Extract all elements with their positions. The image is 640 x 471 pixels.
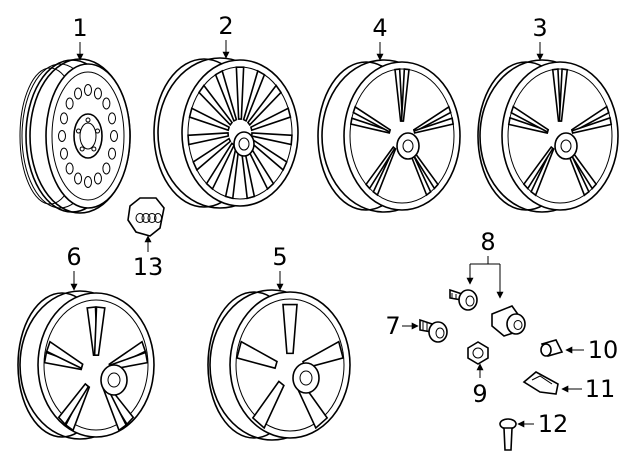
- spoke: [510, 105, 550, 134]
- spoke: [352, 105, 392, 134]
- callout-11: 11: [561, 375, 616, 403]
- spoke: [214, 69, 238, 123]
- spoke: [242, 69, 266, 123]
- part-7-wheel-bolt: [419, 318, 448, 343]
- vent-hole: [93, 172, 102, 185]
- callout-10: 10: [565, 336, 619, 364]
- callout-12: 12: [517, 410, 569, 438]
- part-12-valve-stem: [499, 418, 517, 451]
- callout-13-label: 13: [133, 253, 164, 281]
- callout-8: 8: [466, 228, 504, 299]
- vent-hole: [58, 130, 66, 142]
- callout-6-label: 6: [66, 243, 81, 271]
- vent-hole: [59, 112, 68, 125]
- callout-4: 4: [372, 14, 388, 61]
- vent-hole: [102, 162, 111, 175]
- lug-hole: [75, 128, 81, 134]
- callout-8-label: 8: [480, 228, 495, 256]
- callout-3-label: 3: [532, 14, 547, 42]
- part-8-adapter-key: [491, 305, 526, 337]
- spoke: [571, 116, 613, 134]
- spoke: [365, 145, 396, 190]
- callout-4-label: 4: [372, 14, 387, 42]
- vent-hole: [93, 87, 102, 100]
- spoke: [197, 84, 234, 127]
- four-rings-logo: [135, 213, 162, 223]
- spoke: [558, 68, 569, 122]
- callout-7: 7: [385, 312, 419, 340]
- spoke: [187, 132, 230, 146]
- vent-hole: [108, 112, 117, 125]
- spoke: [235, 340, 278, 370]
- spoke: [57, 382, 90, 426]
- spoke: [400, 68, 410, 122]
- callout-3: 3: [532, 14, 548, 61]
- spoke: [249, 107, 292, 132]
- vent-hole: [65, 162, 74, 175]
- wheel-5-fivespoke: [207, 289, 351, 441]
- vent-hole: [65, 97, 74, 110]
- spoke: [235, 66, 245, 120]
- part-8-locking-bolt: [449, 288, 478, 311]
- callout-13: 13: [133, 235, 164, 281]
- callout-5: 5: [272, 243, 288, 291]
- spoke: [192, 137, 232, 172]
- callout-9: 9: [472, 363, 488, 408]
- lug-hole: [85, 117, 91, 123]
- vent-hole: [110, 130, 118, 142]
- part-9-nut: [467, 341, 489, 365]
- lug-hole: [91, 146, 97, 152]
- part-10-cap: [540, 339, 564, 357]
- callout-5-label: 5: [272, 243, 287, 271]
- spoke: [250, 132, 293, 146]
- vent-hole: [108, 147, 117, 160]
- wheel-1-steel: [19, 58, 131, 214]
- callout-11-label: 11: [585, 375, 616, 403]
- wheel-3-fivespoke: [477, 59, 619, 213]
- callout-7-label: 7: [385, 312, 400, 340]
- spoke: [45, 340, 84, 370]
- wheel-4-twinspoke: [317, 59, 461, 213]
- vent-hole: [84, 176, 92, 188]
- lug-hole: [95, 128, 101, 134]
- part-11-clip: [522, 371, 559, 395]
- vent-hole: [84, 84, 92, 96]
- spoke: [251, 380, 285, 430]
- callout-1-label: 1: [72, 14, 87, 42]
- spoke: [205, 142, 236, 191]
- spoke: [522, 145, 554, 190]
- spoke: [93, 306, 106, 357]
- wheel-6-fivespoke: [17, 290, 155, 440]
- callout-2-label: 2: [218, 12, 233, 40]
- callout-10-label: 10: [588, 336, 619, 364]
- vent-hole: [59, 147, 68, 160]
- lug-hole: [79, 146, 85, 152]
- callout-12-label: 12: [538, 410, 569, 438]
- spoke: [413, 117, 455, 134]
- vent-hole: [102, 97, 111, 110]
- callout-1: 1: [72, 14, 88, 61]
- callout-9-label: 9: [472, 380, 487, 408]
- spoke: [282, 303, 298, 355]
- spoke: [188, 107, 231, 132]
- spoke: [246, 84, 283, 127]
- wheel-2-multispoke: [153, 57, 299, 209]
- vent-hole: [74, 87, 83, 100]
- callout-6: 6: [66, 243, 82, 291]
- vent-hole: [74, 172, 83, 185]
- callout-2: 2: [218, 12, 234, 59]
- part-13-center-cap: [127, 197, 165, 237]
